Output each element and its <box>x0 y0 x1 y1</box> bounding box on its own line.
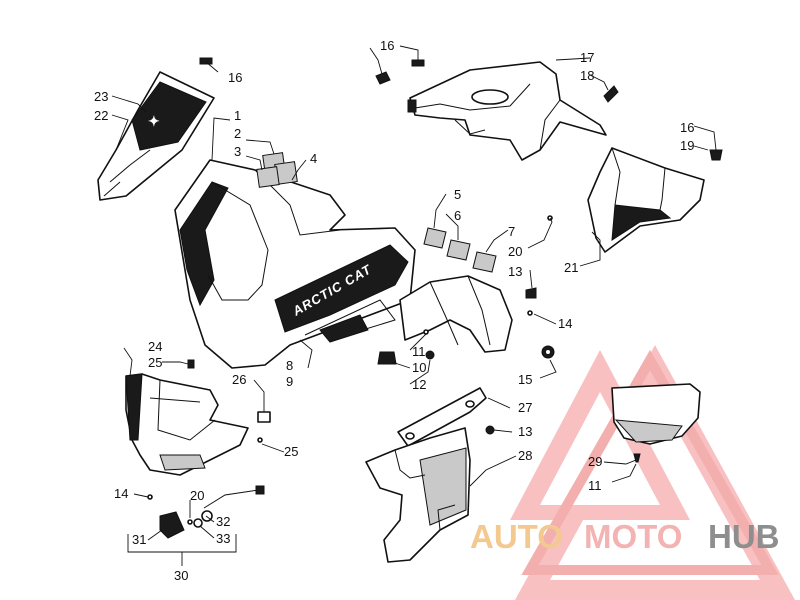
callout-13: 13 <box>508 264 522 279</box>
callout-27: 27 <box>518 400 532 415</box>
callout-21: 21 <box>564 260 578 275</box>
decal-set-5-6-7 <box>423 227 497 273</box>
callout-14: 14 <box>114 486 128 501</box>
lower-grille-part-24 <box>125 373 249 476</box>
callout-20: 20 <box>508 244 522 259</box>
lamp-assembly-part-30 <box>159 485 265 539</box>
nose-decal-logo: ✦ <box>148 113 160 129</box>
rear-part-29 <box>611 383 701 445</box>
callout-18: 18 <box>580 68 594 83</box>
callout-8: 8 <box>286 358 293 373</box>
callout-23: 23 <box>94 89 108 104</box>
watermark-moto: MOTO <box>584 518 682 555</box>
callout-labels: 16 23 22 1 2 3 4 16 17 18 16 19 5 6 7 20… <box>94 38 694 583</box>
bracket-part-27 <box>397 387 495 447</box>
watermark-logo <box>510 345 795 600</box>
front-body-part-1: ARCTIC CAT <box>174 159 416 369</box>
callout-6: 6 <box>454 208 461 223</box>
nose-cover-part-22: ✦ <box>97 71 215 201</box>
leader-lines <box>111 45 717 566</box>
callout-31: 31 <box>132 532 146 547</box>
callout-26: 26 <box>232 372 246 387</box>
watermark-hub: HUB <box>708 518 780 555</box>
callout-15: 15 <box>518 372 532 387</box>
callout-16: 16 <box>380 38 394 53</box>
callout-7: 7 <box>508 224 515 239</box>
callout-16: 16 <box>680 120 694 135</box>
callout-17: 17 <box>580 50 594 65</box>
front-fender-part-8 <box>399 275 513 353</box>
callout-32: 32 <box>216 514 230 529</box>
callout-11: 11 <box>588 478 602 493</box>
callout-9: 9 <box>286 374 293 389</box>
callout-13: 13 <box>518 424 532 439</box>
callout-20: 20 <box>190 488 204 503</box>
callout-1: 1 <box>234 108 241 123</box>
watermark-text: AUTO MOTO HUB <box>470 518 780 555</box>
watermark-auto: AUTO <box>470 518 563 555</box>
callout-16: 16 <box>228 70 242 85</box>
callout-10: 10 <box>412 360 426 375</box>
callout-22: 22 <box>94 108 108 123</box>
callout-14: 14 <box>558 316 572 331</box>
callout-3: 3 <box>234 144 241 159</box>
callout-29: 29 <box>588 454 602 469</box>
callout-24: 24 <box>148 339 162 354</box>
fasteners <box>147 57 723 525</box>
callout-4: 4 <box>310 151 317 166</box>
side-panel-part-21 <box>587 147 705 253</box>
callout-5: 5 <box>454 187 461 202</box>
callout-30: 30 <box>174 568 188 583</box>
callout-25: 25 <box>284 444 298 459</box>
rear-rack-cover-part-17 <box>407 61 607 161</box>
inner-fender-part-28 <box>365 427 471 563</box>
callout-25: 25 <box>148 355 162 370</box>
callout-2: 2 <box>234 126 241 141</box>
callout-12: 12 <box>412 377 426 392</box>
decal-set-2-3-4 <box>256 152 298 188</box>
callout-28: 28 <box>518 448 532 463</box>
callout-33: 33 <box>216 531 230 546</box>
callout-11: 11 <box>412 344 426 359</box>
callout-19: 19 <box>680 138 694 153</box>
